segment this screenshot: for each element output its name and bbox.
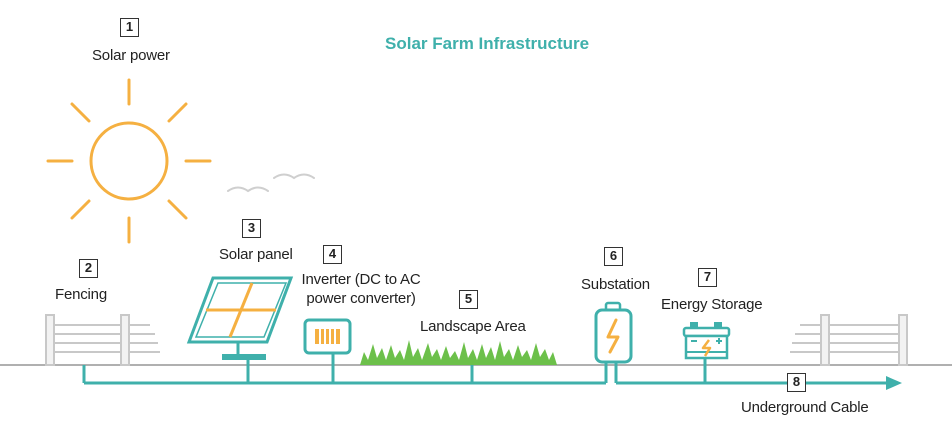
label-energy-storage: Energy Storage	[661, 296, 763, 313]
label-inverter: Inverter (DC to AC power converter)	[301, 271, 421, 307]
label-number-3: 3	[242, 219, 261, 238]
label-number-7: 7	[698, 268, 717, 287]
label-number-6: 6	[604, 247, 623, 266]
label-number-2: 2	[79, 259, 98, 278]
label-solar-power: Solar power	[92, 47, 170, 64]
label-number-5: 5	[459, 290, 478, 309]
label-fencing: Fencing	[55, 286, 107, 303]
grass-icon	[360, 340, 557, 365]
fence-right-icon	[790, 314, 908, 366]
solar-panel-icon	[186, 276, 294, 360]
label-solar-panel: Solar panel	[219, 246, 293, 263]
label-number-8: 8	[787, 373, 806, 392]
fence-left-icon	[45, 314, 160, 366]
cable-arrow-icon	[886, 376, 902, 390]
sun-icon	[46, 78, 212, 244]
underground-cable	[82, 353, 888, 385]
label-substation: Substation	[581, 276, 650, 293]
label-number-1: 1	[120, 18, 139, 37]
birds-icon	[227, 173, 315, 193]
energy-storage-icon	[682, 322, 731, 360]
diagram-title: Solar Farm Infrastructure	[385, 34, 590, 53]
label-landscape-area: Landscape Area	[420, 318, 526, 335]
label-underground-cable: Underground Cable	[741, 399, 869, 416]
label-number-4: 4	[323, 245, 342, 264]
inverter-icon	[303, 318, 352, 355]
substation-icon	[594, 301, 633, 364]
